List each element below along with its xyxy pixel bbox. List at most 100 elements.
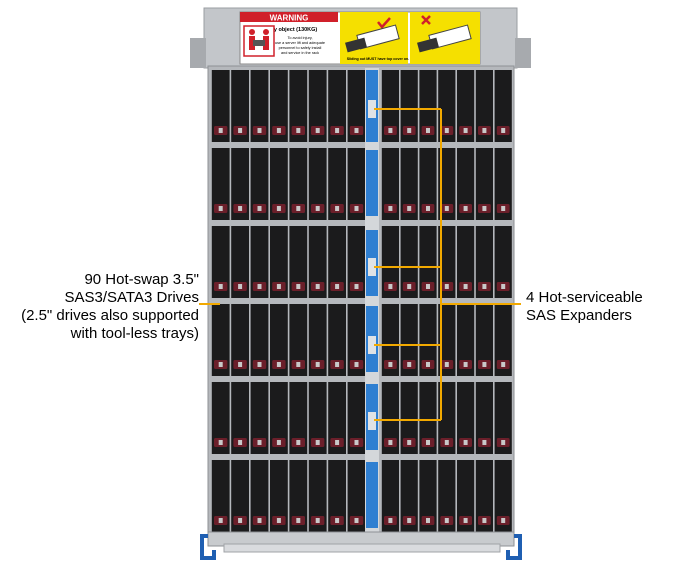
drive-tray [419, 382, 437, 454]
drive-led [276, 362, 281, 367]
drive-tray [289, 304, 308, 376]
drive-led [426, 284, 430, 289]
drive-led [426, 206, 430, 211]
drive-tray [289, 226, 308, 298]
drive-tray [347, 304, 366, 376]
drive-tray [419, 304, 437, 376]
drive-tray [475, 148, 493, 220]
drive-led [218, 206, 223, 211]
drive-tray [270, 304, 288, 376]
drive-tray [438, 70, 456, 142]
drive-tray [211, 382, 230, 454]
drive-tray [250, 382, 269, 454]
drive-tray [328, 382, 346, 454]
drive-led [296, 362, 301, 367]
drive-led [257, 128, 262, 133]
drive-tray [457, 460, 475, 532]
drive-tray [250, 226, 269, 298]
drive-tray [475, 226, 493, 298]
rail-left [190, 38, 206, 68]
drive-led [276, 206, 281, 211]
drive-led [315, 284, 320, 289]
drive-tray [475, 70, 493, 142]
drive-led [218, 518, 223, 523]
drive-tray [250, 148, 269, 220]
drive-tray [289, 460, 308, 532]
warning-title: WARNING [270, 14, 309, 23]
drive-led [354, 284, 359, 289]
drive-led [482, 518, 487, 523]
checkmark-icon [377, 17, 391, 29]
drive-led [335, 284, 340, 289]
expander-module [366, 462, 378, 528]
drive-led [238, 284, 243, 289]
warning-body-3: personnel to safely install [279, 46, 322, 50]
drive-tray [289, 382, 308, 454]
drive-led [444, 206, 449, 211]
drive-tray [400, 304, 418, 376]
drive-tray [419, 70, 437, 142]
drive-tray [494, 148, 512, 220]
drive-led [335, 362, 340, 367]
expander-connector [368, 100, 376, 118]
drive-led [444, 518, 449, 523]
drive-tray [381, 460, 399, 532]
drive-tray [250, 304, 269, 376]
expander-module [366, 150, 378, 216]
drive-led [218, 362, 223, 367]
drive-tray [231, 382, 249, 454]
drive-led [335, 128, 340, 133]
drive-tray [438, 460, 456, 532]
drive-tray [308, 148, 327, 220]
expander-connector [368, 412, 376, 430]
drive-tray [457, 70, 475, 142]
drive-led [335, 206, 340, 211]
expanders-callout: 4 Hot-serviceable SAS Expanders [526, 289, 643, 325]
drive-tray [494, 460, 512, 532]
drive-led [407, 284, 412, 289]
drives-callout: 90 Hot-swap 3.5" SAS3/SATA3 Drives (2.5"… [0, 271, 199, 343]
drive-led [388, 362, 393, 367]
drive-led [444, 284, 449, 289]
drives-callout-line-2: SAS3/SATA3 Drives [64, 289, 200, 306]
drive-tray [381, 304, 399, 376]
drive-tray [381, 226, 399, 298]
drive-tray [328, 460, 346, 532]
drive-tray [438, 148, 456, 220]
expanders-callout-line-2: SAS Expanders [526, 307, 632, 324]
drive-led [315, 440, 320, 445]
drive-led [335, 440, 340, 445]
drive-led [482, 284, 487, 289]
drive-bays [211, 70, 512, 532]
expanders-callout-line-1: 4 Hot-serviceable [526, 289, 643, 306]
drive-led [354, 206, 359, 211]
drive-tray [381, 382, 399, 454]
drive-tray [289, 148, 308, 220]
drive-tray [438, 382, 456, 454]
drive-led [238, 206, 243, 211]
drive-led [463, 440, 468, 445]
drive-led [407, 518, 412, 523]
drive-led [257, 206, 262, 211]
handle-left [200, 534, 216, 560]
drive-tray [270, 70, 288, 142]
drive-tray [289, 70, 308, 142]
drive-tray [270, 226, 288, 298]
drive-led [388, 440, 393, 445]
drive-tray [494, 70, 512, 142]
drive-tray [250, 460, 269, 532]
drive-led [354, 128, 359, 133]
drive-tray [400, 148, 418, 220]
callout-lines [199, 108, 521, 421]
drive-led [482, 440, 487, 445]
drive-led [296, 128, 301, 133]
drive-led [276, 440, 281, 445]
drive-tray [419, 148, 437, 220]
drive-tray [231, 226, 249, 298]
drive-led [407, 440, 412, 445]
drive-tray [270, 148, 288, 220]
drive-tray [457, 382, 475, 454]
drive-led [444, 440, 449, 445]
drive-led [463, 128, 468, 133]
drive-led [444, 362, 449, 367]
